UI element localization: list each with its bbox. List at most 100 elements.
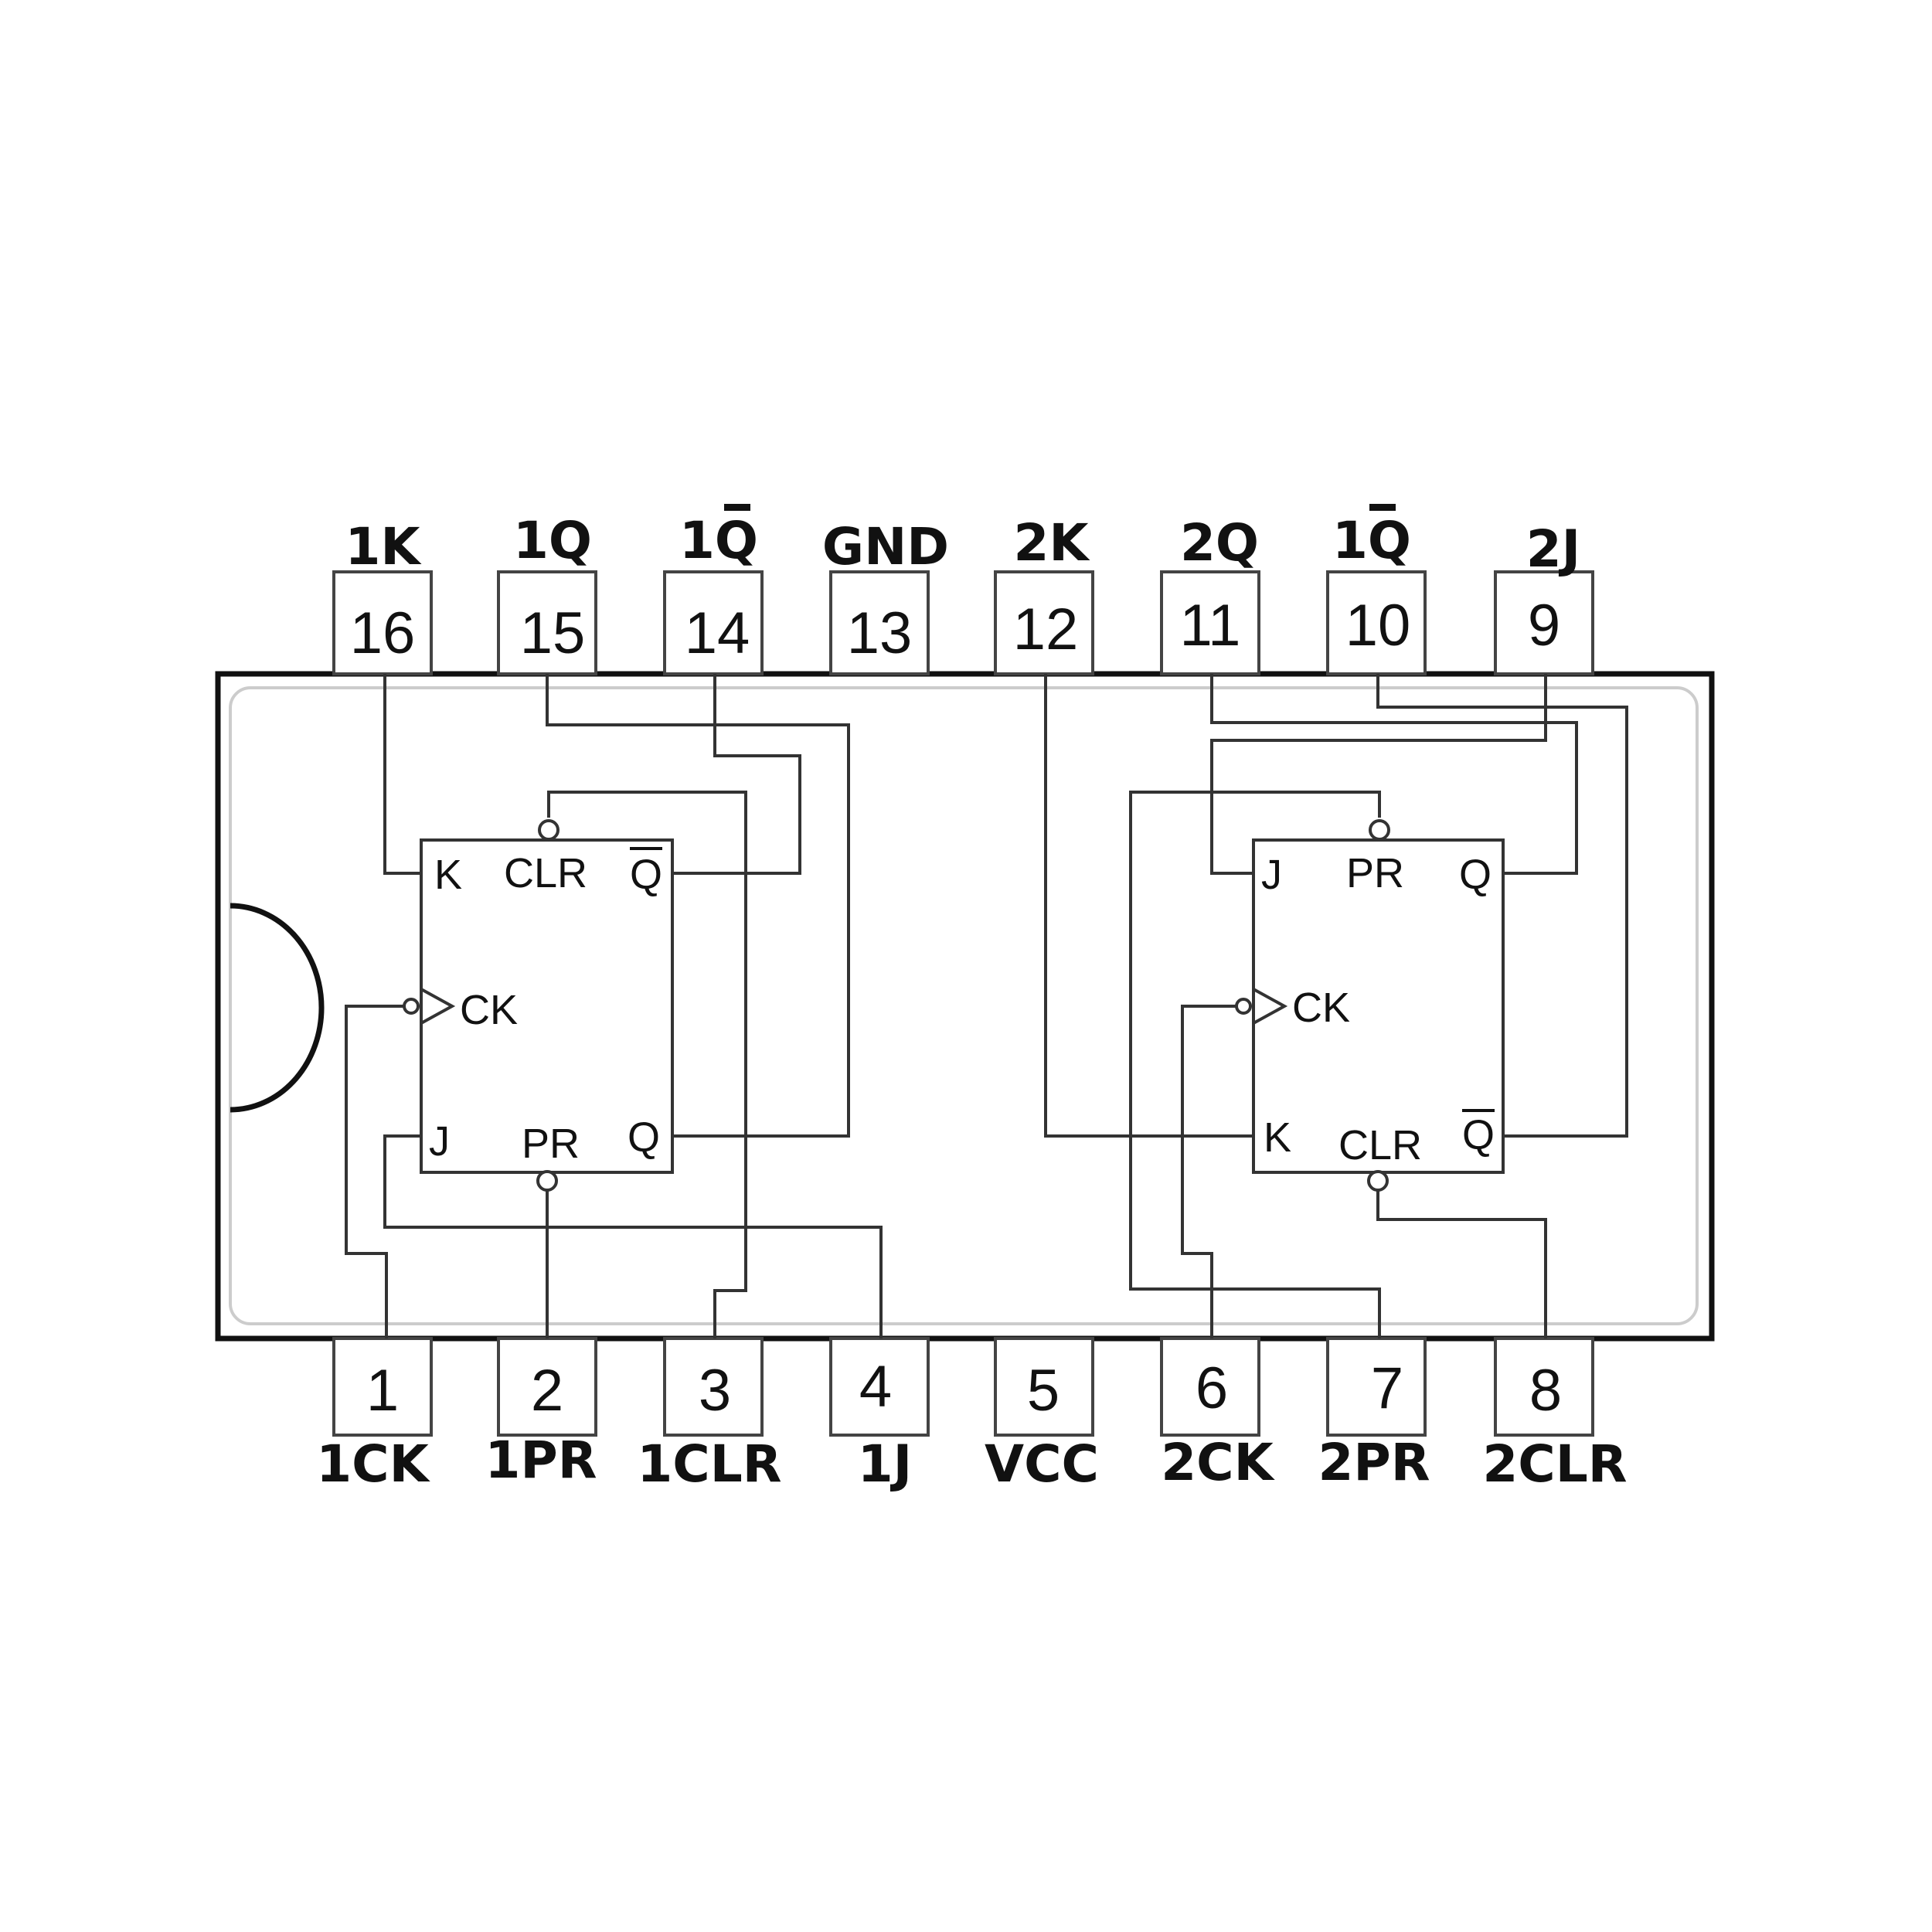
wire-2k bbox=[1044, 674, 1253, 1138]
wire-2ck bbox=[1181, 1005, 1236, 1338]
pin-label: 1PR bbox=[485, 1430, 597, 1490]
pin-label: 2J bbox=[1526, 519, 1580, 579]
pin-number: 7 bbox=[1371, 1355, 1403, 1421]
pin-number: 8 bbox=[1529, 1358, 1562, 1423]
clock-triangle bbox=[420, 988, 456, 1025]
pin-2: 2 1PR bbox=[485, 1337, 597, 1490]
pin-box bbox=[829, 570, 930, 675]
pr-bubble bbox=[1369, 819, 1390, 841]
pin-box bbox=[663, 1337, 764, 1437]
pin-6: 6 2CK bbox=[1160, 1337, 1276, 1492]
wire-2qbar-out bbox=[1376, 674, 1628, 1138]
label-qbar: Q bbox=[630, 852, 662, 898]
clock-triangle bbox=[1253, 988, 1288, 1025]
label-ck: CK bbox=[460, 987, 518, 1033]
pin-label: 1CK bbox=[316, 1434, 430, 1494]
pin-label: 2CLR bbox=[1482, 1434, 1627, 1494]
pin-10: 10 1Q bbox=[1326, 504, 1427, 675]
wire-2j bbox=[1210, 674, 1547, 875]
label-q: Q bbox=[628, 1114, 660, 1161]
pin-box bbox=[994, 570, 1094, 675]
pin-number: 15 bbox=[520, 600, 586, 666]
pin-4: 4 1J bbox=[829, 1337, 930, 1494]
flipflop-2: J PR Q CK K CLR Q bbox=[1235, 819, 1505, 1192]
bottom-pins: 1 1CK 2 1PR 3 1CLR 4 1J 5 VCC 6 2CK bbox=[316, 1337, 1628, 1494]
pin-3: 3 1CLR bbox=[637, 1337, 782, 1494]
pin-14: 14 1Q bbox=[663, 504, 764, 675]
label-pr: PR bbox=[522, 1121, 580, 1167]
pin-number: 4 bbox=[859, 1354, 892, 1420]
flipflop-1: K CLR Q CK J PR Q bbox=[403, 819, 674, 1192]
pin-15: 15 1Q bbox=[497, 511, 597, 675]
pin-label: 2CK bbox=[1161, 1433, 1275, 1492]
label-k: K bbox=[434, 852, 462, 898]
pin-box bbox=[1326, 1337, 1427, 1437]
pin-label: 1Q bbox=[1332, 511, 1411, 570]
internal-wiring bbox=[345, 674, 1628, 1338]
pin-label: 2Q bbox=[1180, 513, 1259, 573]
label-ck: CK bbox=[1292, 985, 1350, 1031]
clr-bubble bbox=[1367, 1170, 1389, 1192]
overbar bbox=[724, 504, 750, 511]
wire-1ck bbox=[345, 1005, 406, 1338]
label-pr: PR bbox=[1346, 850, 1404, 896]
pin-label: GND bbox=[822, 517, 949, 577]
ck-bubble bbox=[403, 998, 420, 1015]
pin-number: 16 bbox=[350, 600, 416, 666]
label-qbar: Q bbox=[1462, 1112, 1495, 1158]
pin-label: VCC bbox=[985, 1434, 1099, 1494]
pin-number: 1 bbox=[366, 1358, 399, 1423]
pin-number: 6 bbox=[1196, 1355, 1228, 1421]
overbar bbox=[1369, 504, 1396, 511]
wire-1qbar-out bbox=[672, 674, 801, 875]
wire-1clr bbox=[547, 791, 747, 1338]
wire-1j bbox=[383, 1134, 883, 1338]
pin-box bbox=[829, 1337, 930, 1437]
pin-13: 13 GND bbox=[822, 517, 949, 675]
pin-box bbox=[994, 1337, 1094, 1437]
pin-box bbox=[497, 570, 597, 675]
pin-number: 11 bbox=[1180, 593, 1241, 658]
top-pins: 16 1K 15 1Q 14 1Q 13 GND 12 2K 11 2Q bbox=[332, 504, 1594, 675]
pin-7: 7 2PR bbox=[1318, 1337, 1430, 1492]
clr-bubble bbox=[538, 819, 560, 841]
pin-5: 5 VCC bbox=[985, 1337, 1099, 1494]
pin-11: 11 2Q bbox=[1160, 513, 1260, 675]
package-notch bbox=[230, 903, 325, 1113]
pin-16: 16 1K bbox=[332, 517, 433, 675]
pin-box bbox=[332, 1337, 433, 1437]
wire-2q-out bbox=[1210, 674, 1578, 875]
wire-1q-out bbox=[546, 674, 850, 1138]
label-clr: CLR bbox=[1338, 1122, 1422, 1168]
pr-bubble bbox=[536, 1170, 558, 1192]
wire-2clr bbox=[1376, 1186, 1547, 1338]
pin-number: 12 bbox=[1013, 597, 1079, 662]
wire-1k bbox=[383, 674, 421, 875]
label-k: K bbox=[1264, 1114, 1291, 1161]
pin-label: 2PR bbox=[1318, 1433, 1430, 1492]
pin-9: 9 2J bbox=[1494, 519, 1594, 675]
pin-box bbox=[1494, 1337, 1594, 1437]
label-j: J bbox=[1261, 852, 1282, 898]
pin-label: 1Q bbox=[679, 511, 758, 570]
label-j: J bbox=[429, 1118, 450, 1165]
pin-box bbox=[1494, 570, 1594, 675]
pin-box bbox=[1160, 1337, 1260, 1437]
wire-2pr bbox=[1129, 791, 1381, 1338]
pin-12: 12 2K bbox=[994, 513, 1094, 675]
ck-bubble bbox=[1235, 998, 1252, 1015]
flipflop-2-box bbox=[1252, 838, 1505, 1174]
pin-box bbox=[663, 570, 764, 675]
pin-number: 3 bbox=[699, 1358, 731, 1423]
label-q: Q bbox=[1459, 852, 1492, 898]
pin-number: 10 bbox=[1345, 593, 1411, 658]
pin-label: 2K bbox=[1013, 513, 1090, 573]
pin-number: 9 bbox=[1528, 593, 1560, 658]
flipflop-1-box bbox=[420, 838, 674, 1174]
pin-box bbox=[1160, 570, 1260, 675]
pin-8: 8 2CLR bbox=[1482, 1337, 1628, 1494]
label-clr: CLR bbox=[504, 850, 587, 896]
pin-box bbox=[332, 570, 433, 675]
pin-1: 1 1CK bbox=[316, 1337, 433, 1494]
